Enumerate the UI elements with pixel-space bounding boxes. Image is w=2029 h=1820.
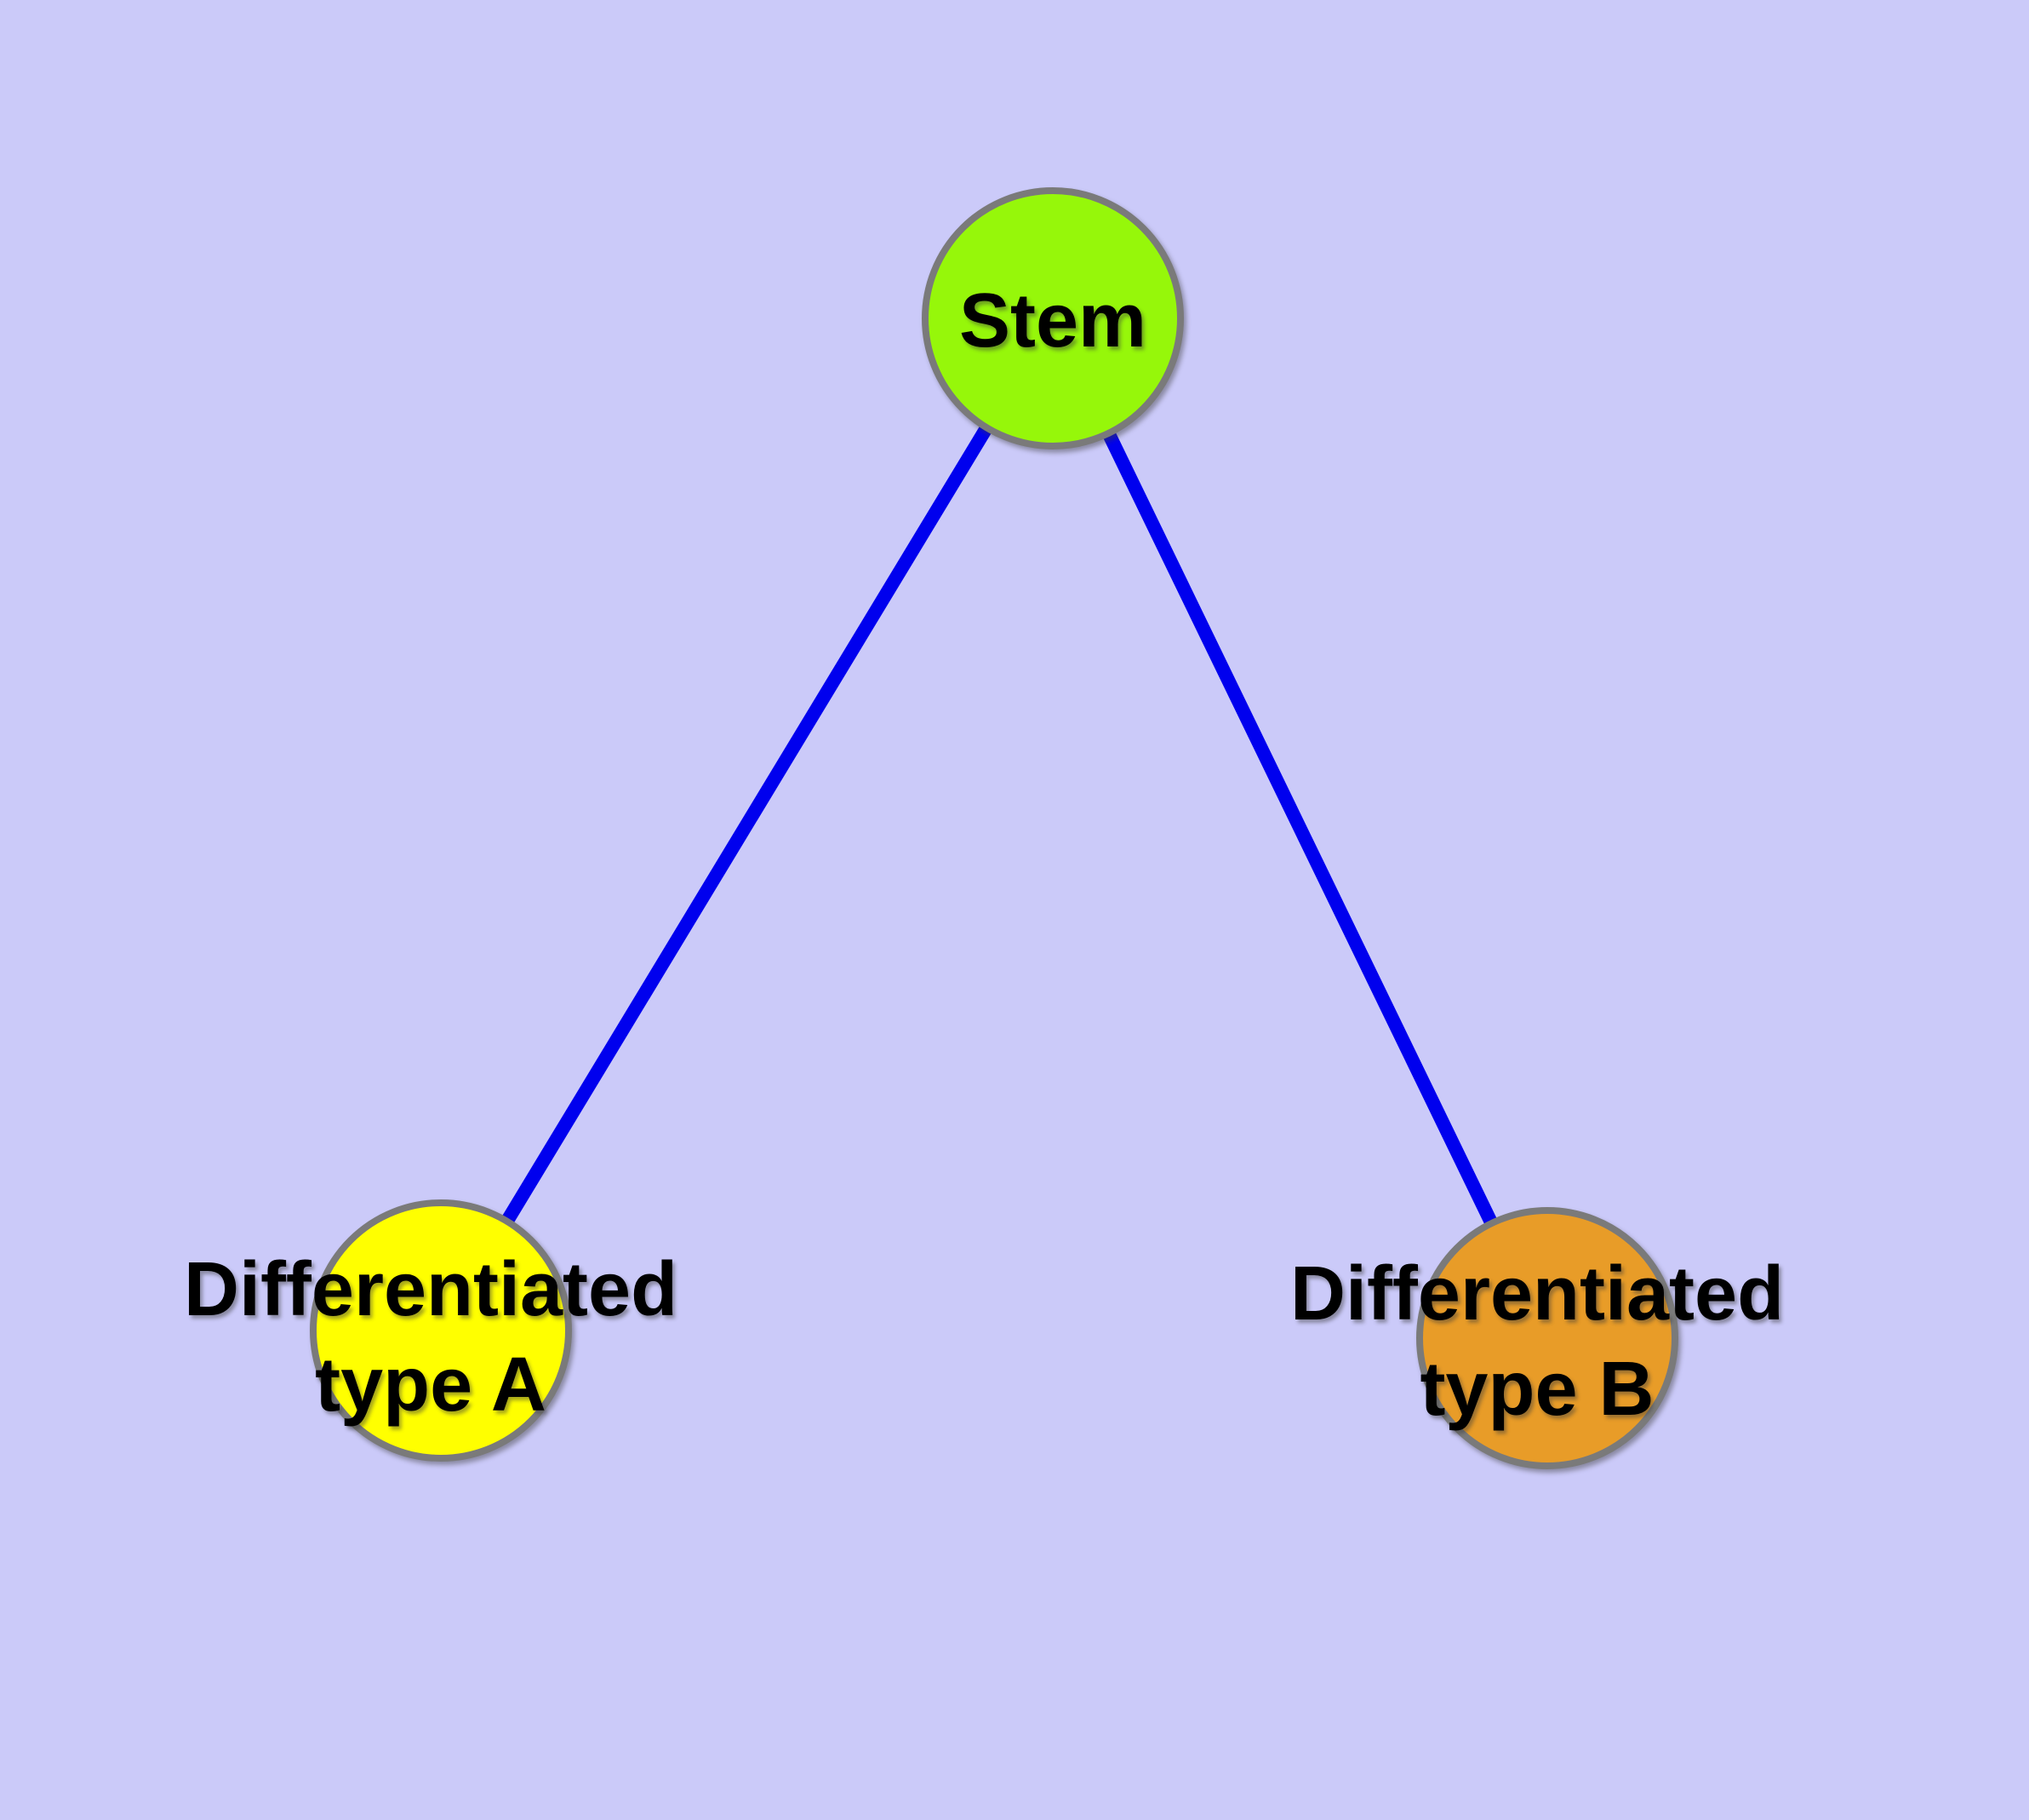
type-a-label-line-2: type A [315, 1342, 546, 1428]
edge-stem-to-type-b [1046, 315, 1554, 1342]
type-a-node-label: Differentiated type A [184, 1242, 677, 1433]
stem-node-circle [922, 187, 1184, 449]
type-a-node-circle [310, 1199, 572, 1462]
type-b-label-line-1: Differentiated [1289, 1251, 1785, 1336]
type-a-label-line-1: Differentiated [183, 1247, 678, 1332]
edge-stem-to-type-a [435, 314, 1059, 1335]
type-b-node-circle [1416, 1207, 1678, 1469]
stem-node-label: Stem [959, 273, 1146, 369]
type-b-node-label: Differentiated type B [1290, 1246, 1784, 1437]
stem-label-line: Stem [958, 278, 1147, 363]
type-b-label-line-2: type B [1420, 1347, 1655, 1432]
